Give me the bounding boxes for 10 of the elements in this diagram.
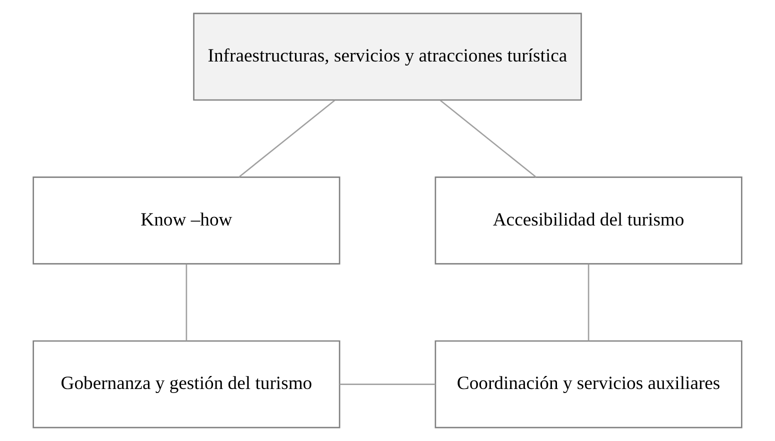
- node-box: Gobernanza y gestión del turismo: [32, 340, 340, 428]
- node-box: Know –how: [32, 176, 340, 264]
- connector: [440, 100, 536, 178]
- node-box: Accesibilidad del turismo: [434, 176, 742, 264]
- connector: [588, 264, 590, 341]
- connector: [340, 384, 436, 385]
- node-box: Infraestructuras, servicios y atracciones turística: [193, 12, 582, 101]
- connector: [186, 264, 188, 341]
- connector: [238, 100, 336, 178]
- node-box: Coordinación y servicios auxiliares: [434, 340, 742, 428]
